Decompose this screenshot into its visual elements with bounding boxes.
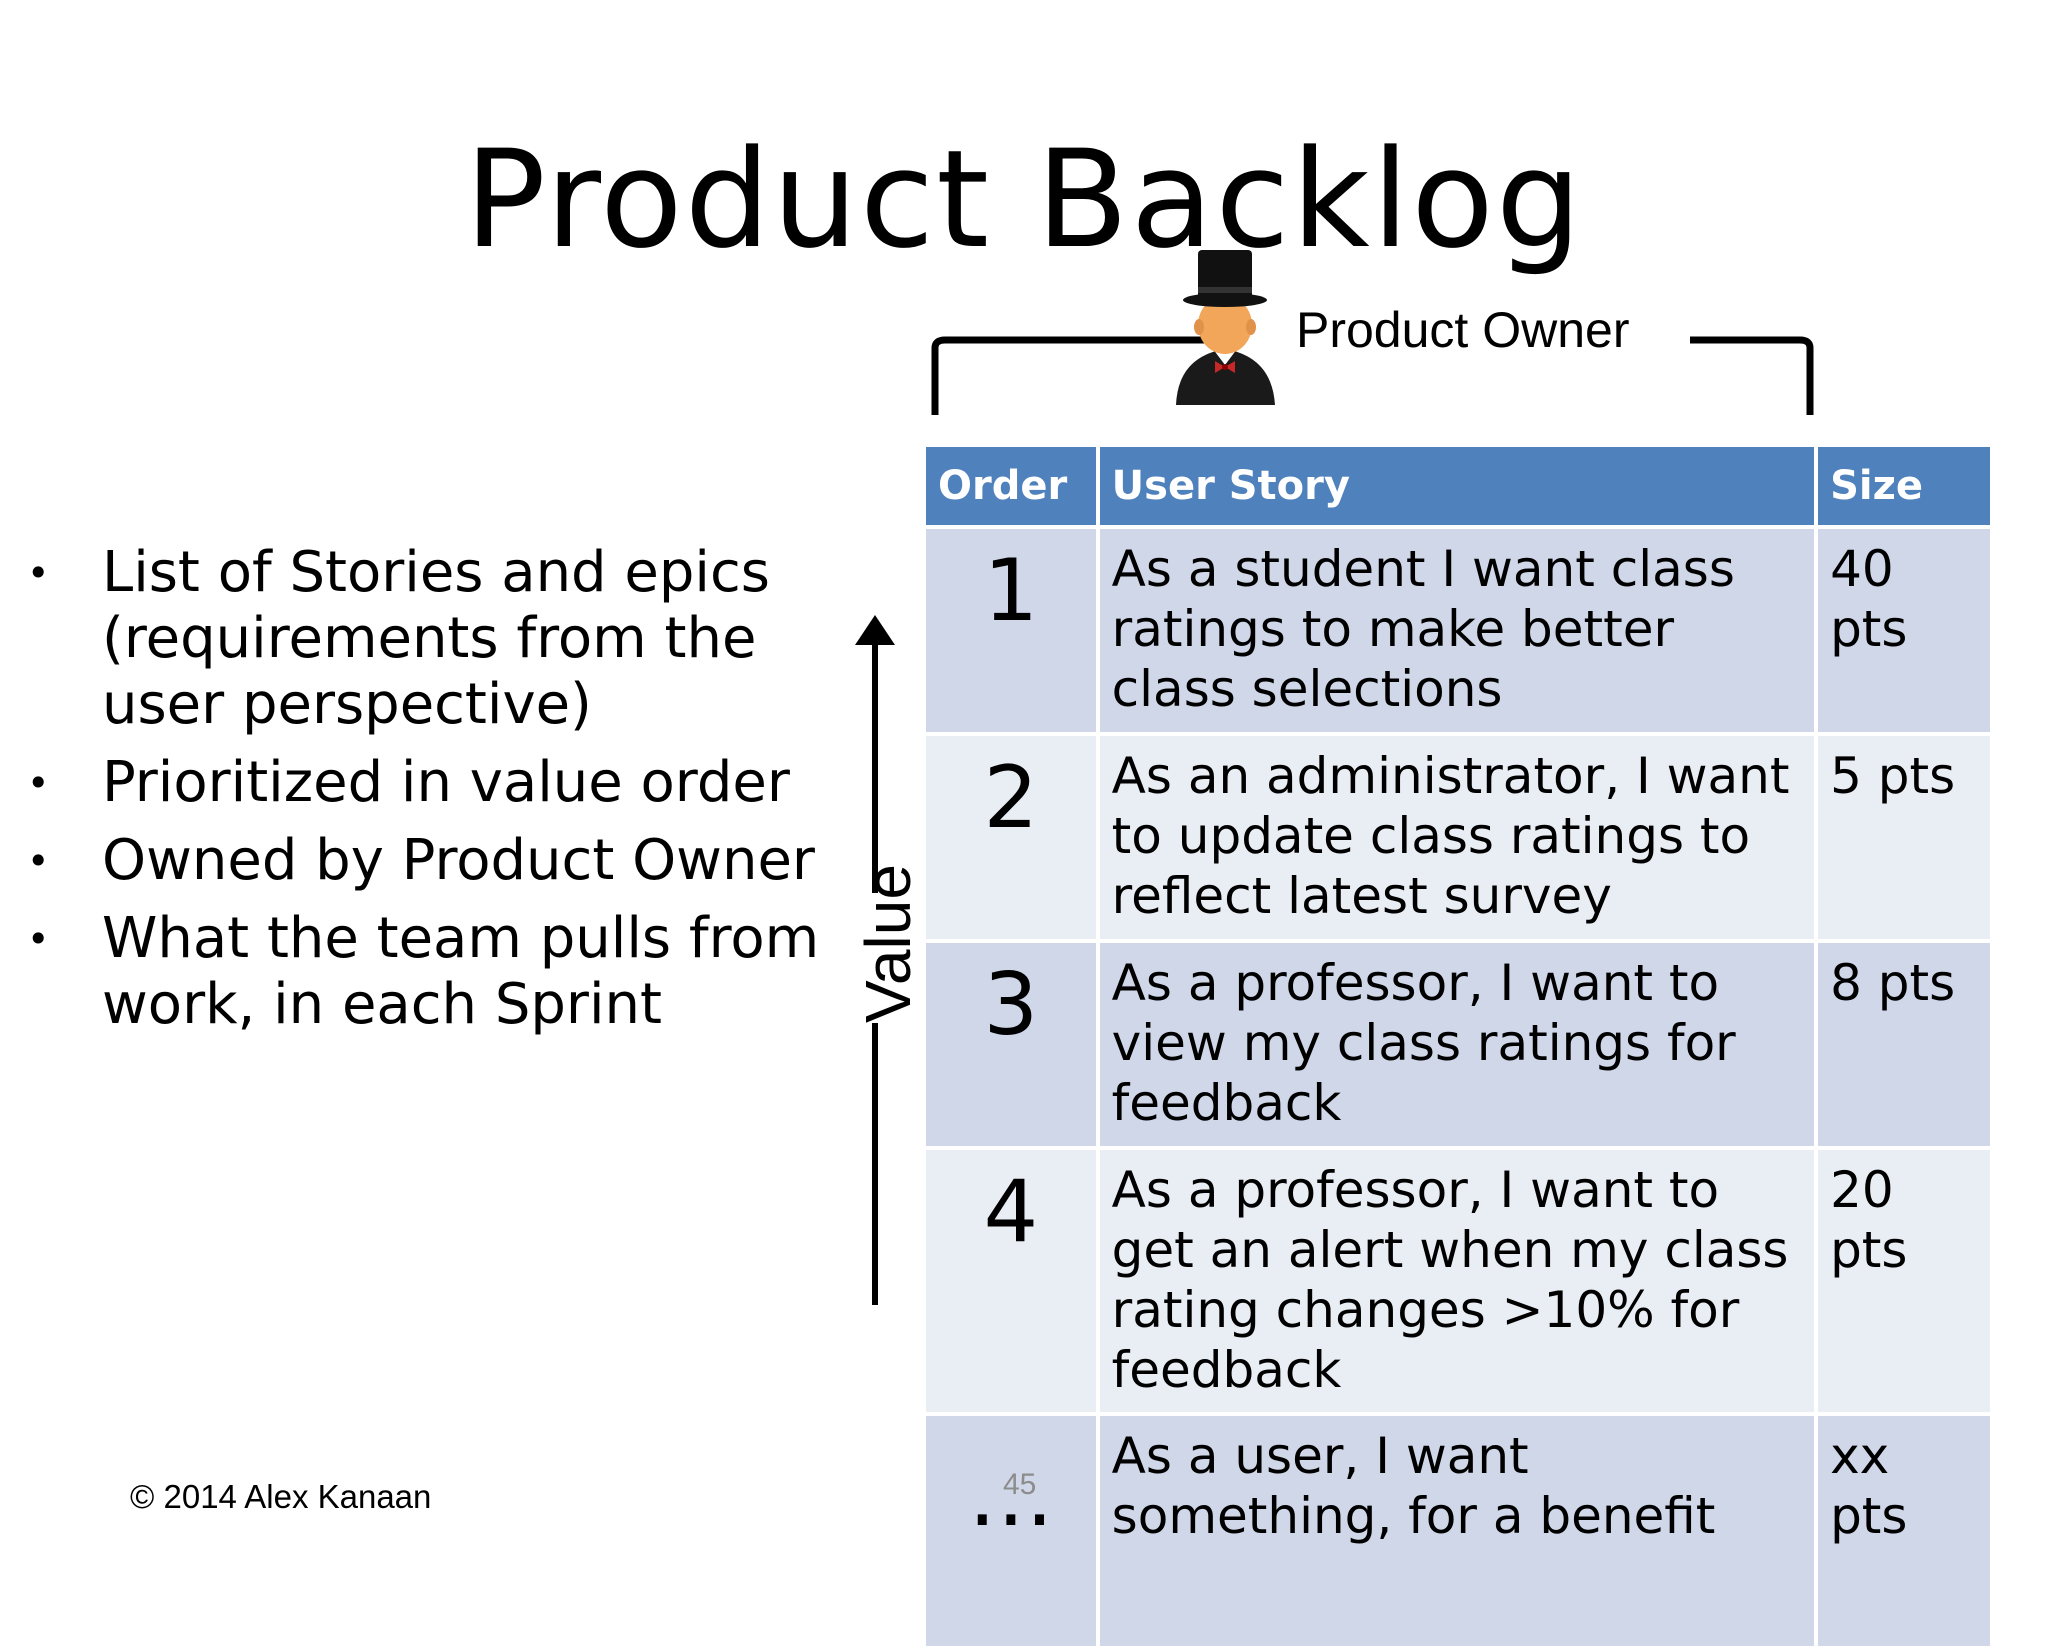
product-owner-label: Product Owner: [1290, 300, 1636, 360]
order-cell: 3: [922, 939, 1100, 1150]
size-cell: 5 pts: [1814, 732, 1994, 943]
order-cell: 1: [922, 525, 1100, 736]
story-cell: As a user, I want something, for a benef…: [1095, 1412, 1819, 1650]
bullet-item: • Prioritized in value order: [22, 750, 882, 816]
order-cell: 2: [922, 732, 1100, 943]
bullet-list: • List of Stories and epics (requirement…: [22, 540, 882, 1050]
value-axis-label: Value: [852, 864, 924, 1023]
bullet-dot-icon: •: [27, 761, 50, 805]
bullet-text: List of Stories and epics (requirements …: [102, 540, 770, 737]
product-owner-bracket: [931, 336, 1814, 415]
size-cell: 8 pts: [1814, 939, 1994, 1150]
bullet-dot-icon: •: [27, 551, 50, 595]
bullet-text: Owned by Product Owner: [102, 828, 815, 893]
bullet-dot-icon: •: [27, 839, 50, 883]
table-row: … As a user, I want something, for a ben…: [922, 1412, 1994, 1650]
story-cell: As a professor, I want to view my class …: [1095, 939, 1819, 1150]
table-row: 1 As a student I want class ratings to m…: [922, 525, 1994, 736]
bullet-item: • Owned by Product Owner: [22, 828, 882, 894]
table-header-row: Order User Story Size: [922, 443, 1994, 529]
size-cell: 40 pts: [1814, 525, 1994, 736]
bullet-dot-icon: •: [27, 917, 50, 961]
table-row: 4 As a professor, I want to get an alert…: [922, 1146, 1994, 1416]
column-header-user-story: User Story: [1095, 443, 1819, 529]
table-row: 2 As an administrator, I want to update …: [922, 732, 1994, 943]
bullet-item: • List of Stories and epics (requirement…: [22, 540, 882, 738]
top-hat-person-icon: [1176, 250, 1275, 405]
story-cell: As a student I want class ratings to mak…: [1095, 525, 1819, 736]
story-cell: As an administrator, I want to update cl…: [1095, 732, 1819, 943]
bullet-text: Prioritized in value order: [102, 750, 790, 815]
bullet-text: What the team pulls from work, in each S…: [102, 906, 820, 1037]
column-header-size: Size: [1814, 443, 1994, 529]
copyright-text: © 2014 Alex Kanaan: [130, 1478, 432, 1515]
order-cell: …: [922, 1412, 1100, 1650]
order-cell: 4: [922, 1146, 1100, 1416]
size-cell: xx pts: [1814, 1412, 1994, 1650]
size-cell: 20 pts: [1814, 1146, 1994, 1416]
slide-title: Product Backlog: [464, 121, 1584, 278]
backlog-table: Order User Story Size 1 As a student I w…: [922, 443, 1994, 1650]
bullet-item: • What the team pulls from work, in each…: [22, 906, 882, 1038]
column-header-order: Order: [922, 443, 1100, 529]
story-cell: As a professor, I want to get an alert w…: [1095, 1146, 1819, 1416]
slide-number: 45: [1003, 1468, 1037, 1501]
table-row: 3 As a professor, I want to view my clas…: [922, 939, 1994, 1150]
